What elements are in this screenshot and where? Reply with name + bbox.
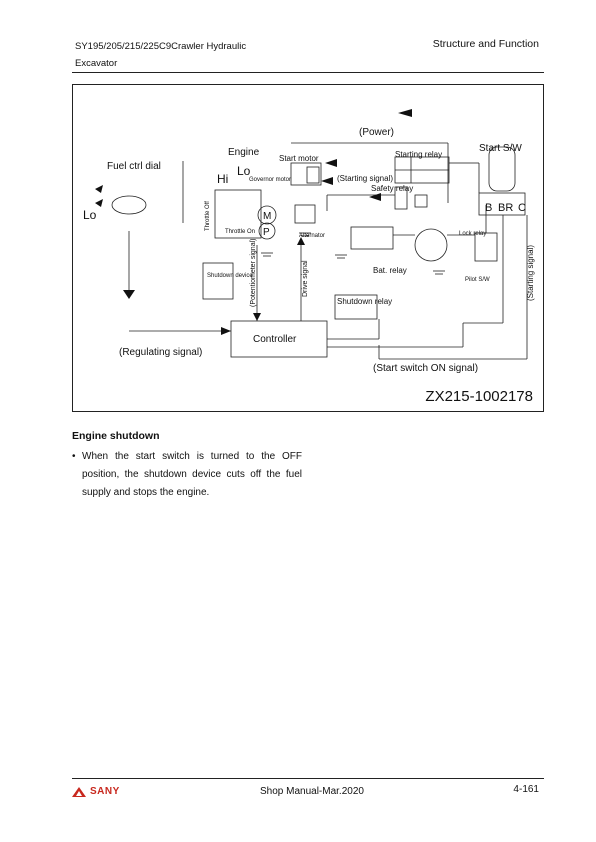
shutdown-relay-box (334, 294, 378, 320)
label-shutdown-relay: Shutdown relay (337, 297, 392, 306)
figure-id: ZX215-1002178 (425, 388, 533, 405)
label-governor-motor: Governor motor (249, 177, 291, 183)
label-starting-signal: (Starting signal) (337, 174, 393, 183)
label-b: B (485, 202, 492, 214)
label-controller: Controller (253, 334, 297, 345)
footer-page-number: 4-161 (513, 784, 539, 795)
bullet-marker: • (72, 451, 76, 462)
bullet-item: • When the start switch is turned to the… (72, 448, 302, 502)
start-motor-box (290, 162, 322, 186)
label-engine: Engine (228, 147, 260, 158)
label-throttle-off: Throttle Off (205, 201, 211, 231)
dial-hi-arrow (95, 185, 103, 193)
fuel-dial-knob (111, 195, 147, 215)
label-start-sw: Start S/W (479, 143, 522, 154)
label-starting-relay: Starting relay (395, 150, 442, 159)
label-p: P (263, 227, 270, 238)
regulating-down-arrow (123, 290, 135, 299)
potentiometer-circle (258, 222, 276, 240)
header-divider (72, 72, 544, 73)
sany-logo: SANY (72, 786, 120, 797)
label-regulating-signal: (Regulating signal) (119, 347, 202, 358)
diagram-svg: (Power) Start S/W Engine Fuel ctrl dial … (83, 109, 535, 374)
label-lo-top: Lo (237, 164, 251, 178)
footer-manual: Shop Manual-Mar.2020 (260, 786, 364, 797)
label-c: C (518, 202, 526, 214)
label-bat-relay: Bat. relay (373, 266, 407, 275)
label-fuel-dial: Fuel ctrl dial (107, 161, 161, 172)
label-drive-signal: Drive signal (302, 260, 309, 297)
lock-relay-box (474, 232, 498, 262)
power-arrow (398, 109, 412, 117)
label-lock-relay: Lock relay (459, 231, 486, 237)
start-switch-terminals (478, 192, 526, 216)
sany-logo-icon (72, 786, 86, 797)
label-shutdown-device: Shutdown device (207, 273, 253, 279)
bullet-text: When the start switch is turned to the O… (82, 451, 302, 498)
header-title: SY195/205/215/225C9Crawler Hydraulic Exc… (75, 38, 246, 72)
label-power: (Power) (359, 127, 394, 138)
label-lo-left: Lo (83, 208, 97, 222)
label-m: M (263, 211, 271, 222)
label-alternator: Alternator (299, 233, 325, 239)
footer-divider (72, 778, 544, 779)
start-motor-arrow (325, 159, 337, 167)
section-title: Engine shutdown (72, 430, 160, 442)
label-hi: Hi (217, 172, 228, 186)
safety-arrow (369, 193, 381, 201)
bat-relay-circle (414, 228, 448, 262)
label-throttle-on: Throttle On (225, 229, 255, 235)
label-start-switch-on-signal: (Start switch ON signal) (373, 363, 478, 374)
label-br: BR (498, 202, 513, 214)
sany-logo-text: SANY (90, 786, 120, 797)
governor-motor-circle (257, 205, 277, 225)
regulating-right-arrow (221, 327, 231, 335)
shutdown-device-box (202, 262, 234, 300)
start-switch-body (488, 146, 516, 192)
engine-throttle-box (214, 189, 262, 239)
safety-relay-box (394, 186, 408, 210)
label-starting-signal-vertical: (Starting signal) (526, 245, 535, 301)
starting-signal-arrow (321, 177, 333, 185)
label-pilot-sw: Pilot S/W (465, 277, 490, 283)
label-potentiometer-signal: (Potentiometer signal) (250, 239, 257, 307)
dial-lo-arrow (95, 199, 103, 207)
drive-arrow (297, 237, 305, 245)
potentiometer-arrow (253, 313, 261, 321)
header-title-line2: Excavator (75, 58, 118, 69)
header-title-line1: SY195/205/215/225C9Crawler Hydraulic (75, 41, 247, 52)
battery-box (350, 226, 394, 250)
engine-shutdown-diagram: (Power) Start S/W Engine Fuel ctrl dial … (72, 84, 544, 412)
alternator-box (294, 204, 316, 224)
header-section: Structure and Function (432, 38, 539, 50)
label-start-motor: Start motor (279, 154, 319, 163)
label-safety-relay: Safety relay (371, 184, 413, 193)
